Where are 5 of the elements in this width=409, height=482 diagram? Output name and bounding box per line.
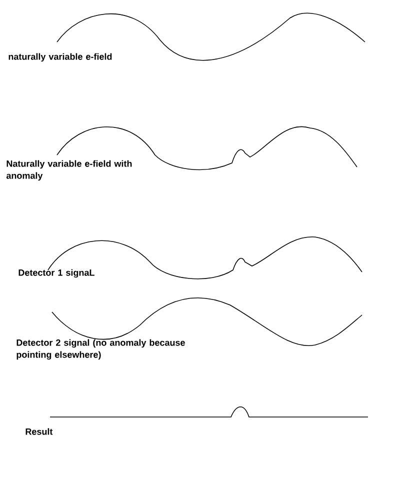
waveform-label: Detector 1 signaL <box>18 269 94 278</box>
waveform-label: Detector 2 signal (no anomaly because pointing elsewhere) <box>16 339 185 360</box>
waveform-label: naturally variable e-field <box>8 53 112 62</box>
waveform-label: Naturally variable e-field with anomaly <box>6 160 132 181</box>
waveform-label: Result <box>26 428 53 435</box>
